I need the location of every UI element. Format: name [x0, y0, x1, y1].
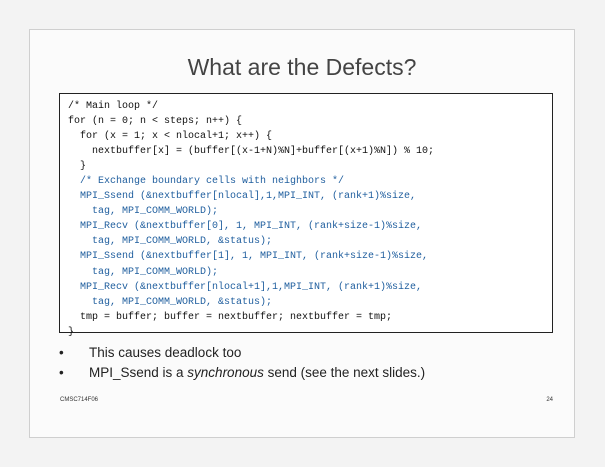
code-line: nextbuffer[x] = (buffer[(x-1+N)%N]+buffe…: [68, 146, 435, 158]
bullet-list: • This causes deadlock too • MPI_Ssend is a…: [59, 343, 559, 383]
bullet-item: • MPI_Ssend is a synchronous send (see th…: [59, 363, 559, 383]
slide-title: What are the Defects?: [187, 54, 417, 80]
slide: What are the Defects? /* Main loop */ for…: [29, 29, 575, 438]
bullet-text: MPI_Ssend is a synchronous send (see the…: [89, 363, 425, 383]
course-code: CMSC714F06: [60, 397, 99, 403]
code-line: tmp = buffer; buffer = nextbuffer; nextb…: [68, 311, 393, 323]
code-line: }: [68, 161, 87, 173]
bullet-text-part: This causes deadlock too: [89, 345, 242, 360]
code-line: for (n = 0; n < steps; n++) {: [68, 116, 243, 128]
code-line: MPI_Recv (&nextbuffer[0], 1, MPI_INT, (r…: [68, 221, 423, 233]
code-listing: /* Main loop */ for (n = 0; n < steps; n+…: [68, 99, 548, 340]
bullet-marker: •: [59, 365, 64, 380]
code-line: tag, MPI_COMM_WORLD, &status);: [68, 236, 273, 248]
code-line: /* Main loop */: [68, 101, 159, 112]
code-line: MPI_Recv (&nextbuffer[nlocal+1],1,MPI_IN…: [68, 281, 423, 293]
code-line: /* Exchange boundary cells with neighbor…: [68, 176, 345, 188]
code-line: }: [68, 326, 75, 338]
bullet-item: • This causes deadlock too: [59, 343, 559, 363]
page-number: 24: [546, 397, 553, 403]
code-line: MPI_Ssend (&nextbuffer[nlocal],1,MPI_INT…: [68, 191, 417, 203]
code-line: tag, MPI_COMM_WORLD, &status);: [68, 296, 273, 308]
bullet-emphasis: synchronous: [187, 365, 264, 380]
bullet-text: This causes deadlock too: [89, 343, 241, 363]
bullet-text-part: send (see the next slides.): [263, 365, 426, 380]
code-line: tag, MPI_COMM_WORLD);: [68, 266, 219, 278]
bullet-marker: •: [59, 345, 64, 360]
code-line: MPI_Ssend (&nextbuffer[1], 1, MPI_INT, (…: [68, 251, 429, 263]
code-line: for (x = 1; x < nlocal+1; x++) {: [68, 131, 273, 143]
code-block: /* Main loop */ for (n = 0; n < steps; n+…: [59, 93, 553, 338]
bullet-text-part: MPI_Ssend is a: [89, 365, 188, 380]
code-line: tag, MPI_COMM_WORLD);: [68, 206, 219, 218]
